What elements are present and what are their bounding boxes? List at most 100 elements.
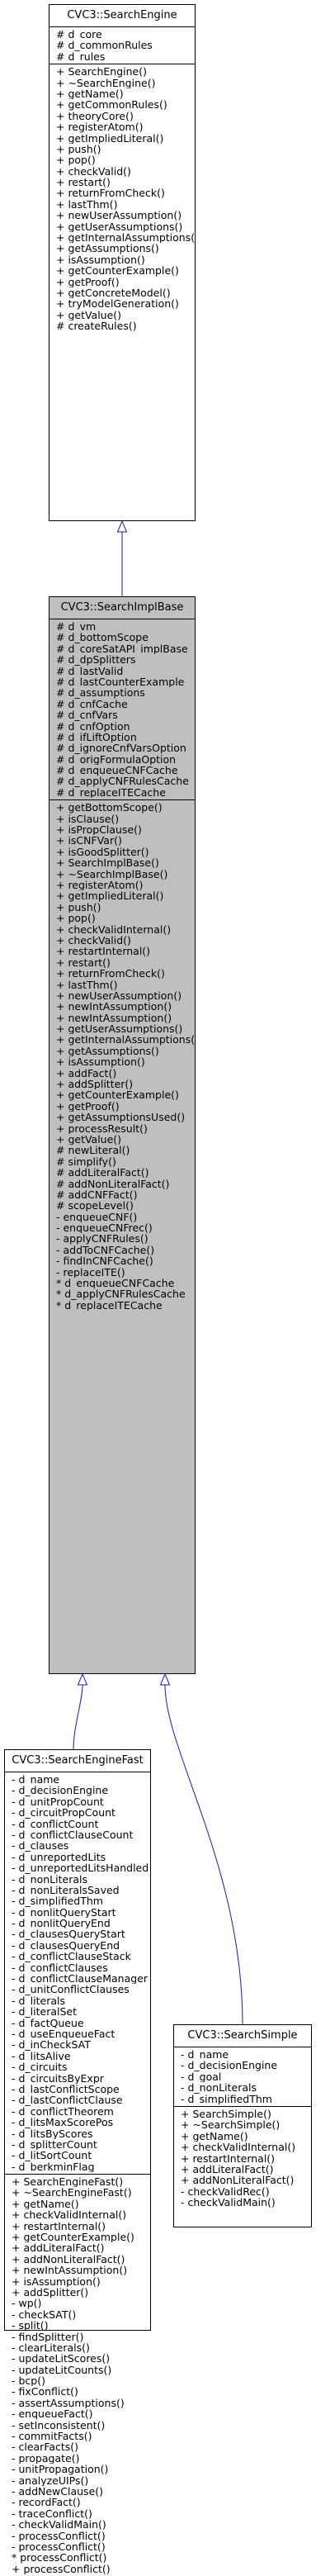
method-row: + getName() <box>181 2130 248 2142</box>
class-search-engine[interactable]: CVC3::SearchEngine # d_core# d_commonRul… <box>49 4 196 521</box>
attribute-row: - d_conflictCount <box>12 1818 99 1829</box>
method-row: + SearchEngineFast() <box>12 2176 124 2188</box>
method-row: + addNonLiteralFact() <box>181 2175 295 2186</box>
method-row: - enqueueCNF() <box>56 1211 138 1223</box>
edge-fast-to-implbase-arrowhead <box>77 1672 88 1686</box>
attribute-row: # d_ignoreCnfVarsOption <box>56 742 186 754</box>
attribute-row: - d_litsMaxScorePos <box>12 2117 114 2128</box>
method-row: + getAssumptions() <box>56 243 159 254</box>
method-row: - applyCNFRules() <box>56 1233 148 1245</box>
method-row: # addLiteralFact() <box>56 1167 149 1179</box>
method-row: + returnFromCheck() <box>56 187 165 199</box>
method-row: - addToCNFCache() <box>56 1244 155 1256</box>
attribute-row: - d_nonLiteralsSaved <box>12 1884 120 1896</box>
method-row: + restartInternal() <box>56 946 151 957</box>
method-row: + isAssumption() <box>56 254 145 266</box>
edge-simple-to-implbase-line <box>164 1684 243 2025</box>
attribute-row: - d_nonlitQueryEnd <box>12 1918 111 1929</box>
attribute-row: - d_literalSet <box>12 2006 78 2018</box>
attribute-row: - d_simplifiedThm <box>181 2093 272 2104</box>
method-row: + restartInternal() <box>12 2220 106 2232</box>
class-search-impl-base[interactable]: CVC3::SearchImplBase # d_vm# d_bottomSco… <box>49 596 196 1674</box>
method-list: + SearchEngine()+ ~SearchEngine()+ getNa… <box>50 64 195 333</box>
attribute-row: - d_unitConflictClauses <box>12 1984 130 1995</box>
method-row: - checkValidRec() <box>181 2185 270 2198</box>
attribute-row: - d_lastConflictClause <box>12 2094 123 2106</box>
method-row: * d_replaceITECache <box>56 1299 163 1312</box>
method-row: + getUserAssumptions() <box>56 1023 183 1035</box>
attribute-row: # d_origFormulaOption <box>56 753 177 766</box>
method-row: # addNonLiteralFact() <box>56 1178 170 1189</box>
method-row: + addSplitter() <box>12 2286 89 2298</box>
attribute-row: - d_nonLiterals <box>181 2082 257 2094</box>
method-row: - propagate() <box>12 2452 80 2465</box>
method-row: - split() <box>12 2320 49 2332</box>
attribute-row: - d_conflictTheorem <box>12 2105 114 2118</box>
method-row: + getConcreteModel() <box>56 287 171 299</box>
method-row: - commitFacts() <box>12 2431 92 2442</box>
method-row: + getValue() <box>56 309 122 321</box>
method-row: - clearLiterals() <box>12 2341 90 2354</box>
attribute-row: - d_decisionEngine <box>12 1785 109 1796</box>
method-row: - wp() <box>12 2298 42 2309</box>
attribute-row: - d_litsByScores <box>12 2128 93 2139</box>
attribute-row: - d_clausesQueryEnd <box>12 1939 120 1952</box>
attribute-row: - d_nonlitQueryStart <box>12 1906 116 1919</box>
method-row: - processConflict() <box>12 2540 106 2553</box>
method-row: + newUserAssumption() <box>56 989 182 1002</box>
class-title: CVC3::SearchImplBase <box>50 597 195 619</box>
attribute-row: - d_simplifiedThm <box>12 1895 103 1907</box>
method-row: + pop() <box>56 913 96 924</box>
method-row: - analyzeUIPs() <box>12 2474 89 2486</box>
method-row: + ~SearchImplBase() <box>56 868 168 880</box>
method-row: + newIntAssumption() <box>12 2265 128 2276</box>
attribute-row: - d_splitterCount <box>12 2138 97 2151</box>
attribute-list: - d_name- d_decisionEngine- d_goal- d_no… <box>174 2047 311 2107</box>
method-row: - fixConflict() <box>12 2386 78 2398</box>
method-row: + processResult() <box>56 1122 148 1134</box>
class-title: CVC3::SearchEngineFast <box>5 1750 150 1772</box>
method-row: + returnFromCheck() <box>56 968 165 980</box>
method-row: - addNewClause() <box>12 2486 104 2498</box>
class-title: CVC3::SearchSimple <box>174 2025 311 2047</box>
attribute-row: # d_replaceITECache <box>56 786 166 799</box>
class-title: CVC3::SearchEngine <box>50 5 195 27</box>
method-row: + getCounterExample() <box>56 1089 179 1101</box>
class-search-engine-fast[interactable]: CVC3::SearchEngineFast - d_name- d_decis… <box>4 1749 151 2574</box>
method-row: + getName() <box>56 88 124 100</box>
attribute-row: # d_assumptions <box>56 687 145 699</box>
attribute-row: # d_dpSplitters <box>56 654 136 666</box>
method-row: + push() <box>56 901 101 913</box>
method-row: + getBottomScope() <box>56 802 163 814</box>
method-row: + checkValidInternal() <box>56 923 172 935</box>
method-row: + registerAtom() <box>56 121 144 133</box>
method-row: - findSplitter() <box>12 2331 84 2342</box>
attribute-row: - d_conflictClauseStack <box>12 1951 131 1962</box>
method-row: + restart() <box>56 177 111 188</box>
method-row: + isGoodSplitter() <box>56 846 149 858</box>
method-row: + isPropClause() <box>56 824 142 836</box>
method-row: + getName() <box>12 2198 79 2210</box>
method-row: - assertAssumptions() <box>12 2397 125 2409</box>
attribute-row: - d_circuits <box>12 2061 68 2073</box>
attribute-row: - d_litSortCount <box>12 2150 92 2161</box>
attribute-row: - d_name <box>12 1774 60 1786</box>
attribute-row: - d_clausesQueryStart <box>12 1928 125 1940</box>
method-row: + isAssumption() <box>12 2275 101 2287</box>
method-row: + checkValid() <box>56 165 131 178</box>
method-row: + getAssumptions() <box>56 1045 159 1057</box>
attribute-row: # d_applyCNFRulesCache <box>56 776 189 787</box>
attribute-row: - d_conflictClauseCount <box>12 1829 134 1841</box>
method-row: + ~SearchSimple() <box>181 2119 280 2131</box>
method-row: + addLiteralFact() <box>12 2242 105 2254</box>
attribute-row: - d_conflictClauses <box>12 1962 108 1974</box>
method-row: # simplify() <box>56 1155 116 1168</box>
method-row: - checkSAT() <box>12 2308 77 2321</box>
method-row: - replaceITE() <box>56 1266 125 1279</box>
method-row: + lastThm() <box>56 979 118 990</box>
method-row: # addCNFFact() <box>56 1188 138 1201</box>
attribute-row: # d_bottomScope <box>56 632 148 643</box>
method-row: + addLiteralFact() <box>181 2163 274 2175</box>
attribute-row: # d_ifLiftOption <box>56 731 137 743</box>
class-search-simple[interactable]: CVC3::SearchSimple - d_name- d_decisionE… <box>173 2024 312 2227</box>
